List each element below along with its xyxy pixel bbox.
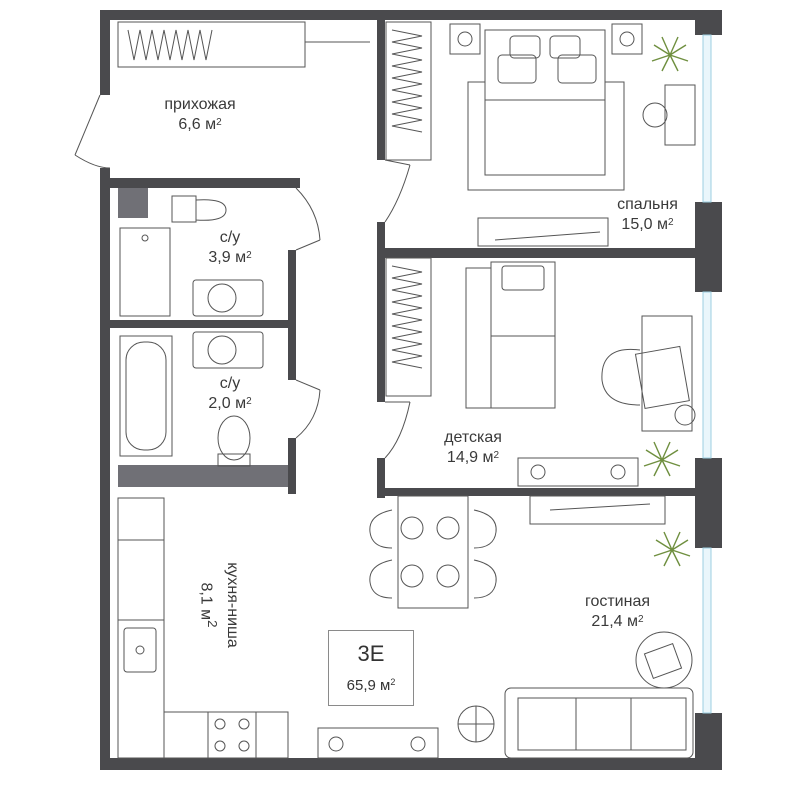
bed	[449, 23, 643, 191]
room-area: 21,4 м2	[591, 613, 644, 630]
windows	[702, 34, 712, 714]
apartment-code: 3E	[357, 641, 385, 666]
room-name: гостиная	[584, 593, 651, 610]
room-label-bedroom: спальня 15,0 м2	[595, 195, 700, 235]
room-name: детская	[444, 429, 502, 446]
room-area: 15,0 м2	[621, 216, 674, 233]
room-area: 2,0 м2	[208, 395, 252, 412]
room-label-living-room: гостиная 21,4 м2	[560, 592, 675, 632]
apartment-info-box: 3E 65,9 м2	[328, 630, 414, 706]
kids-furniture	[385, 257, 696, 432]
total-area: 65,9 м2	[346, 677, 396, 694]
bedroom-desk	[477, 84, 696, 247]
room-label-kitchen: кухня-ниша 8,1 м2	[192, 545, 252, 665]
tv-unit	[517, 457, 666, 525]
dining-table	[369, 495, 497, 609]
room-name: прихожая	[164, 96, 236, 113]
kids-door	[384, 401, 411, 459]
entry-door	[74, 94, 111, 169]
bedroom-wardrobe	[385, 21, 432, 161]
kitchen-counters	[117, 497, 289, 759]
bathroom-1-fixtures	[119, 195, 264, 317]
room-area: 6,6 м2	[178, 116, 222, 133]
room-label-bathroom-1: с/у 3,9 м2	[190, 228, 270, 268]
room-label-bathroom-2: с/у 2,0 м2	[190, 374, 270, 414]
hall-wardrobe	[117, 21, 370, 68]
room-name: кухня-ниша	[224, 562, 241, 648]
room-name: с/у	[219, 229, 241, 246]
bedroom-door	[384, 159, 411, 223]
plants	[643, 36, 691, 567]
room-area: 8,1 м2	[197, 582, 220, 628]
room-name: с/у	[219, 375, 241, 392]
outer-walls	[100, 10, 722, 770]
room-label-kids-room: детская 14,9 м2	[418, 428, 528, 468]
sofa	[317, 631, 694, 759]
room-label-hallway: прихожая 6,6 м2	[140, 95, 260, 135]
bathroom-floor	[118, 188, 288, 487]
bathroom-2-fixtures	[119, 331, 264, 467]
bathroom-doors	[295, 187, 321, 439]
interior-walls	[110, 20, 695, 498]
room-area: 14,9 м2	[446, 449, 500, 466]
room-area: 3,9 м2	[208, 249, 252, 266]
room-name: спальня	[617, 196, 678, 213]
